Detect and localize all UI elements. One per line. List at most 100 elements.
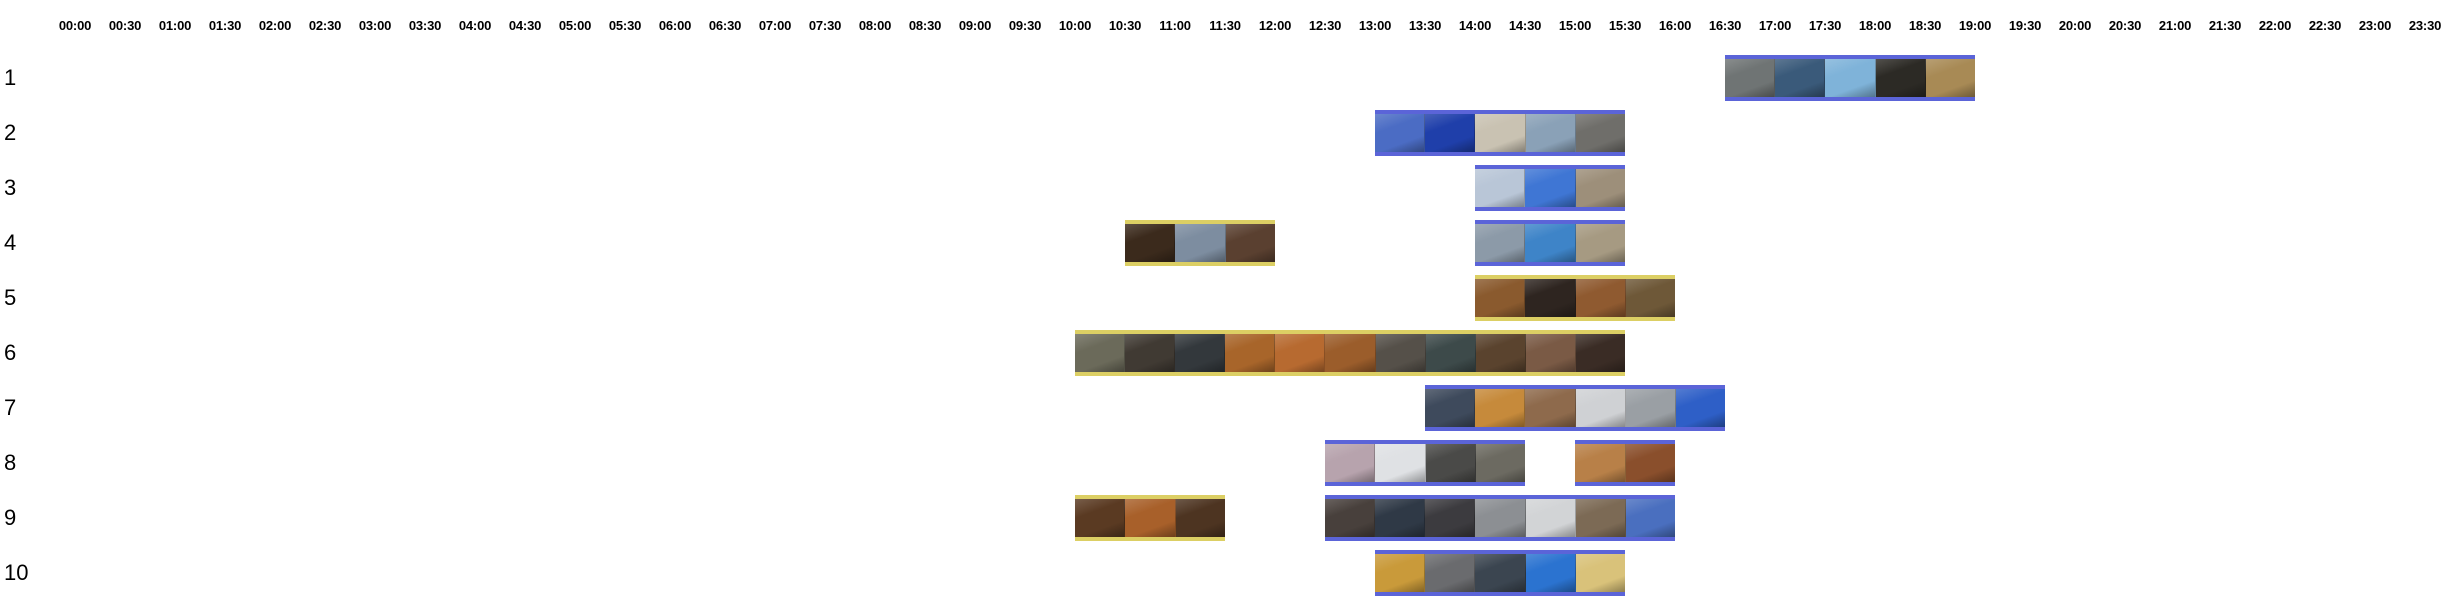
time-label: 00:30 <box>108 18 142 33</box>
photo-thumbnail[interactable] <box>1325 444 1376 482</box>
activity-segment[interactable] <box>1375 550 1625 596</box>
time-label: 08:30 <box>908 18 942 33</box>
activity-segment[interactable] <box>1475 275 1675 321</box>
photo-thumbnail[interactable] <box>1425 114 1476 152</box>
time-label: 00:00 <box>58 18 92 33</box>
activity-segment[interactable] <box>1125 220 1275 266</box>
photo-thumbnail[interactable] <box>1375 444 1426 482</box>
photo-thumbnail[interactable] <box>1175 224 1226 262</box>
row-label: 8 <box>4 450 17 475</box>
time-label: 05:30 <box>608 18 642 33</box>
time-label: 01:30 <box>208 18 242 33</box>
photo-thumbnail[interactable] <box>1475 334 1526 372</box>
photo-thumbnail[interactable] <box>1525 499 1576 537</box>
time-label: 11:00 <box>1159 18 1191 33</box>
time-label: 11:30 <box>1209 18 1241 33</box>
photo-thumbnail[interactable] <box>1575 114 1625 152</box>
photo-thumbnail[interactable] <box>1525 554 1576 592</box>
row-label: 6 <box>4 340 17 365</box>
time-label: 23:00 <box>2358 18 2392 33</box>
photo-thumbnail[interactable] <box>1375 114 1426 152</box>
photo-thumbnail[interactable] <box>1775 59 1826 97</box>
photo-thumbnail[interactable] <box>1525 279 1576 317</box>
time-label: 03:30 <box>408 18 442 33</box>
photo-thumbnail[interactable] <box>1375 499 1426 537</box>
photo-thumbnail[interactable] <box>1225 334 1276 372</box>
photo-thumbnail[interactable] <box>1575 444 1626 482</box>
photo-thumbnail[interactable] <box>1425 334 1476 372</box>
photo-thumbnail[interactable] <box>1325 499 1376 537</box>
photo-thumbnail[interactable] <box>1575 224 1625 262</box>
photo-thumbnail[interactable] <box>1925 59 1975 97</box>
time-label: 03:00 <box>358 18 392 33</box>
photo-thumbnail[interactable] <box>1375 334 1426 372</box>
activity-segment[interactable] <box>1325 440 1525 486</box>
time-label: 06:30 <box>708 18 742 33</box>
photo-thumbnail[interactable] <box>1625 499 1675 537</box>
photo-thumbnail[interactable] <box>1125 334 1176 372</box>
photo-thumbnail[interactable] <box>1575 499 1626 537</box>
time-label: 02:00 <box>258 18 292 33</box>
photo-thumbnail[interactable] <box>1475 224 1526 262</box>
photo-thumbnail[interactable] <box>1425 499 1476 537</box>
row-label: 2 <box>4 120 17 145</box>
photo-thumbnail[interactable] <box>1425 554 1476 592</box>
photo-thumbnail[interactable] <box>1625 444 1675 482</box>
photo-thumbnail[interactable] <box>1675 389 1725 427</box>
time-label: 21:30 <box>2208 18 2242 33</box>
photo-thumbnail[interactable] <box>1725 59 1776 97</box>
photo-thumbnail[interactable] <box>1125 499 1176 537</box>
photo-thumbnail[interactable] <box>1475 444 1525 482</box>
activity-segment[interactable] <box>1725 55 1975 101</box>
photo-thumbnail[interactable] <box>1325 334 1376 372</box>
time-label: 01:00 <box>158 18 192 33</box>
photo-thumbnail[interactable] <box>1525 334 1576 372</box>
photo-thumbnail[interactable] <box>1575 279 1626 317</box>
activity-segment[interactable] <box>1375 110 1625 156</box>
photo-thumbnail[interactable] <box>1475 114 1526 152</box>
photo-thumbnail[interactable] <box>1625 389 1676 427</box>
photo-thumbnail[interactable] <box>1175 499 1225 537</box>
photo-thumbnail[interactable] <box>1575 389 1626 427</box>
activity-segment[interactable] <box>1475 165 1625 211</box>
photo-thumbnail[interactable] <box>1425 389 1476 427</box>
photo-thumbnail[interactable] <box>1625 279 1675 317</box>
activity-segment[interactable] <box>1325 495 1675 541</box>
time-label: 16:00 <box>1658 18 1692 33</box>
photo-thumbnail[interactable] <box>1525 114 1576 152</box>
photo-thumbnail[interactable] <box>1575 554 1625 592</box>
time-label: 10:00 <box>1058 18 1092 33</box>
activity-segment[interactable] <box>1425 385 1725 431</box>
photo-thumbnail[interactable] <box>1375 554 1426 592</box>
time-label: 13:30 <box>1408 18 1442 33</box>
photo-thumbnail[interactable] <box>1575 334 1625 372</box>
photo-thumbnail[interactable] <box>1525 169 1576 207</box>
photo-thumbnail[interactable] <box>1475 169 1526 207</box>
photo-thumbnail[interactable] <box>1075 334 1126 372</box>
photo-thumbnail[interactable] <box>1475 499 1526 537</box>
photo-thumbnail[interactable] <box>1575 169 1625 207</box>
photo-thumbnail[interactable] <box>1075 499 1126 537</box>
time-label: 06:00 <box>658 18 692 33</box>
activity-segment[interactable] <box>1575 440 1675 486</box>
photo-thumbnail[interactable] <box>1225 224 1275 262</box>
time-label: 14:00 <box>1458 18 1492 33</box>
activity-segment[interactable] <box>1475 220 1625 266</box>
photo-thumbnail[interactable] <box>1475 279 1526 317</box>
time-label: 09:30 <box>1008 18 1042 33</box>
time-label: 18:30 <box>1908 18 1942 33</box>
photo-thumbnail[interactable] <box>1475 554 1526 592</box>
activity-segment[interactable] <box>1075 495 1225 541</box>
photo-thumbnail[interactable] <box>1525 389 1576 427</box>
time-label: 10:30 <box>1108 18 1142 33</box>
photo-thumbnail[interactable] <box>1125 224 1176 262</box>
activity-segment[interactable] <box>1075 330 1625 376</box>
photo-thumbnail[interactable] <box>1875 59 1926 97</box>
photo-thumbnail[interactable] <box>1275 334 1326 372</box>
photo-thumbnail[interactable] <box>1525 224 1576 262</box>
photo-thumbnail[interactable] <box>1425 444 1476 482</box>
time-label: 19:00 <box>1958 18 1992 33</box>
photo-thumbnail[interactable] <box>1825 59 1876 97</box>
photo-thumbnail[interactable] <box>1475 389 1526 427</box>
photo-thumbnail[interactable] <box>1175 334 1226 372</box>
